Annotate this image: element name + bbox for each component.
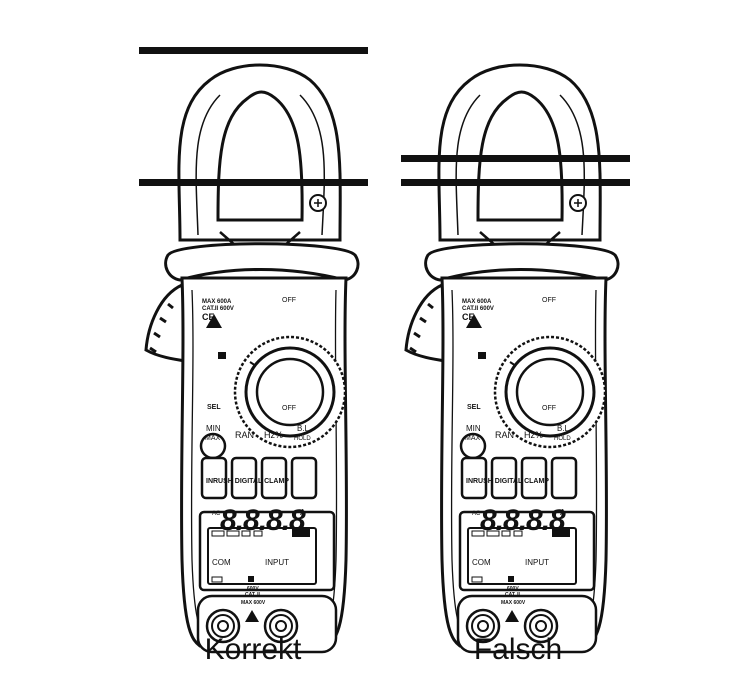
btn-bl-line1: B.L (557, 424, 570, 433)
ce-mark: CE (202, 312, 215, 322)
btn-min-line2: MAX (465, 435, 481, 442)
dial-off-top: OFF (542, 297, 556, 304)
jack-com-label: COM (212, 558, 231, 567)
warning-line-1: MAX 600A (202, 299, 232, 305)
lcd-digits: 8.8.8.8 (480, 504, 566, 537)
meter-wrong: MAX 600A CAT.II 600V CE OFF OFF SEL MIN … (404, 63, 620, 654)
btn-bl-line1: B.L (297, 424, 310, 433)
btn-bl-line2: HOLD (554, 436, 571, 442)
sel-label: SEL (207, 404, 221, 411)
warning-line-1: MAX 600A (462, 299, 492, 305)
jack-input-label: INPUT (265, 558, 289, 567)
jack-rating-2: CAT. II (245, 592, 261, 598)
lcd-digits: 8.8.8.8 (220, 504, 306, 537)
warning-line-2: CAT.II 600V (462, 306, 494, 312)
jack-rating-1: 600V (507, 586, 519, 592)
lcd-ac: AC (212, 511, 221, 517)
btn-ran-label: RAN (235, 430, 254, 440)
btn-min-line2: MAX (205, 435, 221, 442)
jack-rating-3: MAX 600V (241, 600, 266, 606)
wire-wrong-lower (401, 179, 630, 186)
caption-correct: Korrekt (204, 633, 302, 666)
jack-rating-1: 600V (247, 586, 259, 592)
jack-input-label: INPUT (525, 558, 549, 567)
wire-correct-top (139, 47, 368, 54)
wire-wrong-upper (401, 155, 630, 162)
caption-wrong: Falsch (473, 633, 563, 666)
sel-label: SEL (467, 404, 481, 411)
dial-off-bottom: OFF (542, 405, 556, 412)
meter-correct: MAX 600A CAT.II 600V CE OFF OFF SEL MIN … (144, 63, 360, 654)
jack-rating-2: CAT. II (505, 592, 521, 598)
btn-bl-line2: HOLD (294, 436, 311, 442)
dial-off-bottom: OFF (282, 405, 296, 412)
btn-min-line1: MIN (466, 424, 481, 433)
ce-mark: CE (462, 312, 475, 322)
lcd-unit: A (560, 508, 566, 517)
wires-correct (139, 47, 368, 186)
lcd-header: INRUSH DIGITAL CLAMP (206, 478, 289, 485)
lcd-ac: AC (472, 511, 481, 517)
btn-hz-label: Hz% (264, 430, 283, 440)
warning-line-2: CAT.II 600V (202, 306, 234, 312)
btn-ran-label: RAN (495, 430, 514, 440)
jack-rating-3: MAX 600V (501, 600, 526, 606)
lcd-header: INRUSH DIGITAL CLAMP (466, 478, 549, 485)
dial-off-top: OFF (282, 297, 296, 304)
btn-hz-label: Hz% (524, 430, 543, 440)
jack-com-label: COM (472, 558, 491, 567)
wire-correct-through-jaw (139, 179, 368, 186)
wires-wrong (401, 155, 630, 186)
lcd-unit: A (300, 508, 306, 517)
btn-min-line1: MIN (206, 424, 221, 433)
